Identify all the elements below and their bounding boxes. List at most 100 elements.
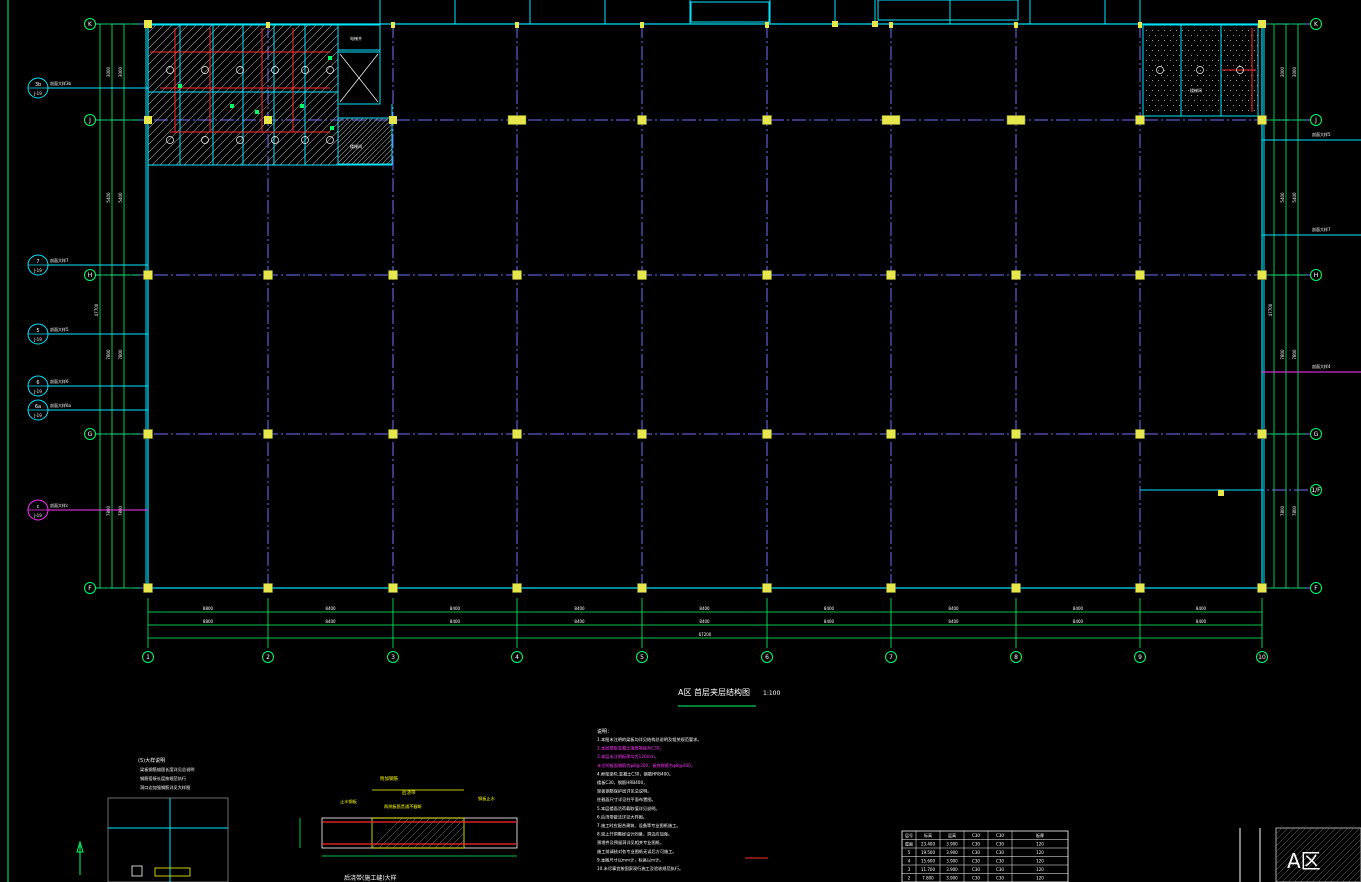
dim-text-a-0: 8800 <box>203 606 214 611</box>
core-anchor-mark-1 <box>230 104 234 108</box>
core-section-mark-7 <box>236 136 244 144</box>
section-ref-label: 剖面大样c <box>50 502 68 508</box>
stamp-hatch--6 <box>1275 827 1325 877</box>
drawing-scale: 1:100 <box>763 690 780 697</box>
pour-label-4: 钢板止水 <box>478 795 496 802</box>
table-cell-1-1: 23.400 <box>921 842 935 847</box>
table-cell-1-3: C30 <box>972 842 980 847</box>
table-cell-4-5: 120 <box>1036 867 1044 872</box>
pour-hatch-91 <box>462 846 465 849</box>
core-anchor-mark-5 <box>330 126 334 130</box>
column-J-extra-0 <box>144 116 152 124</box>
dim-text-b-5: 8400 <box>824 619 835 624</box>
grid-bubble-right-H: H <box>1310 269 1322 281</box>
note-line-5: 楼板C30，钢筋HRB400， <box>597 779 647 786</box>
column-G-6 <box>762 429 772 439</box>
section-ref-label: 剖面大样7 <box>50 257 69 263</box>
grid-bubble-bottom-8: 8 <box>1010 651 1022 663</box>
column-K-6 <box>765 22 769 28</box>
column-F-3 <box>388 583 398 593</box>
grid-bubble-bottom-1-label: 1 <box>146 654 150 661</box>
side-dim-text-2-0: 7800 <box>106 349 111 360</box>
note-line-9: 6.后浇带做法详见大样图。 <box>597 813 647 820</box>
core-section-mark-8 <box>271 136 279 144</box>
column-K-1 <box>144 20 152 28</box>
section-ref-num: 5 <box>36 328 39 334</box>
column-H-5 <box>637 270 647 280</box>
table-cell-3-5: 120 <box>1036 859 1044 864</box>
column-F-2 <box>263 583 273 593</box>
note-line-4: 4.框架梁KL混凝土C30，钢筋HRB400。 <box>597 770 673 777</box>
grid-bubble-bottom-8-label: 8 <box>1014 654 1018 661</box>
pour-hatch-7 <box>378 817 410 849</box>
stamp-hatch--48 <box>1275 827 1283 835</box>
core-section-mark-2 <box>236 66 244 74</box>
stamp-hatch--30 <box>1275 827 1301 853</box>
section-ref-label: 剖面大样6 <box>50 378 69 384</box>
detail-left-line-2: 洞口边加强钢筋详见大样图 <box>140 784 190 791</box>
table-cell-4-0: 3 <box>908 867 911 872</box>
table-cell-2-2: 3.900 <box>946 850 958 855</box>
column-J-7 <box>881 115 901 125</box>
stair-hatch <box>337 117 393 165</box>
dim-text-a-3: 8400 <box>574 606 585 611</box>
grid-bubble-bottom-6: 6 <box>761 651 773 663</box>
stamp-hatch-0 <box>1275 827 1331 882</box>
core-anchor-mark-3 <box>300 104 304 108</box>
stamp-hatch-24 <box>1299 827 1355 882</box>
grid-bubble-left-F: F <box>84 582 96 594</box>
column-J-4 <box>507 115 527 125</box>
core-section-mark-3 <box>271 66 279 74</box>
note-line-14: 9.本图尺寸以mm计，标高以m计。 <box>597 856 663 863</box>
grid-bubble-left-G-label: G <box>88 431 93 438</box>
section-ref-label: 剖面大样6a <box>50 402 72 408</box>
pour-hatch-56 <box>427 817 459 849</box>
table-cell-0-4: C30 <box>996 833 1004 838</box>
table-cell-1-0: 屋面 <box>905 841 913 847</box>
grid-bubble-left-F-label: F <box>88 585 92 592</box>
drawing-title: A区 首层夹层结构图 <box>678 687 750 697</box>
column-K-7 <box>889 22 893 28</box>
core-section-mark-1 <box>201 66 209 74</box>
core-anchor-mark-2 <box>255 110 259 114</box>
dim-text-a-4: 8400 <box>699 606 710 611</box>
section-ref-label: 剖面大样3b <box>50 80 72 86</box>
grid-bubble-right-H-label: H <box>1314 272 1319 279</box>
dim-text-overall: 67200 <box>699 632 712 637</box>
room-label-elevator: 电梯井 <box>350 35 362 41</box>
notes-heading: 说明： <box>597 728 612 735</box>
table-cell-4-3: C30 <box>972 867 980 872</box>
column-K-8 <box>1014 22 1018 28</box>
table-cell-1-5: 120 <box>1036 842 1044 847</box>
grid-bubble-right-J-label: J <box>1314 117 1317 124</box>
right-section-ref-label: 剖面大样4 <box>1312 363 1331 369</box>
column-K-5 <box>640 22 644 28</box>
note-line-15: 10.未尽事宜按国家现行施工及验收规范执行。 <box>597 865 683 872</box>
grid-bubble-bottom-9-label: 9 <box>1138 654 1142 661</box>
dim-text-a-1: 8400 <box>325 606 336 611</box>
table-cell-5-2: 3.900 <box>946 876 958 881</box>
column-F-9 <box>1135 583 1145 593</box>
detail-mid-title: 后浇带(施工缝)大样 <box>344 874 397 882</box>
section-ref-sheet: J-19 <box>33 389 42 394</box>
side-dim-text-3-0: 7800 <box>106 505 111 516</box>
grid-bubble-left-K: K <box>84 18 96 30</box>
dim-text-b-0: 8800 <box>203 619 214 624</box>
pour-hatch-42 <box>413 817 445 849</box>
table-cell-0-0: 层号 <box>905 832 913 838</box>
column-misc-0 <box>832 21 838 27</box>
stamp-hatch-78 <box>1353 874 1361 882</box>
table-cell-2-1: 19.500 <box>921 850 935 855</box>
column-F-4 <box>512 583 522 593</box>
right-section-ref-1: 剖面大样7 <box>1262 226 1361 236</box>
grid-bubble-bottom-3-label: 3 <box>391 654 395 661</box>
left-dim-total: 47700 <box>94 303 99 316</box>
pour-hatch-14 <box>385 817 417 849</box>
column-J-extra-3 <box>1136 116 1144 124</box>
column-F-7 <box>886 583 896 593</box>
table-cell-0-1: 标高 <box>924 832 932 838</box>
